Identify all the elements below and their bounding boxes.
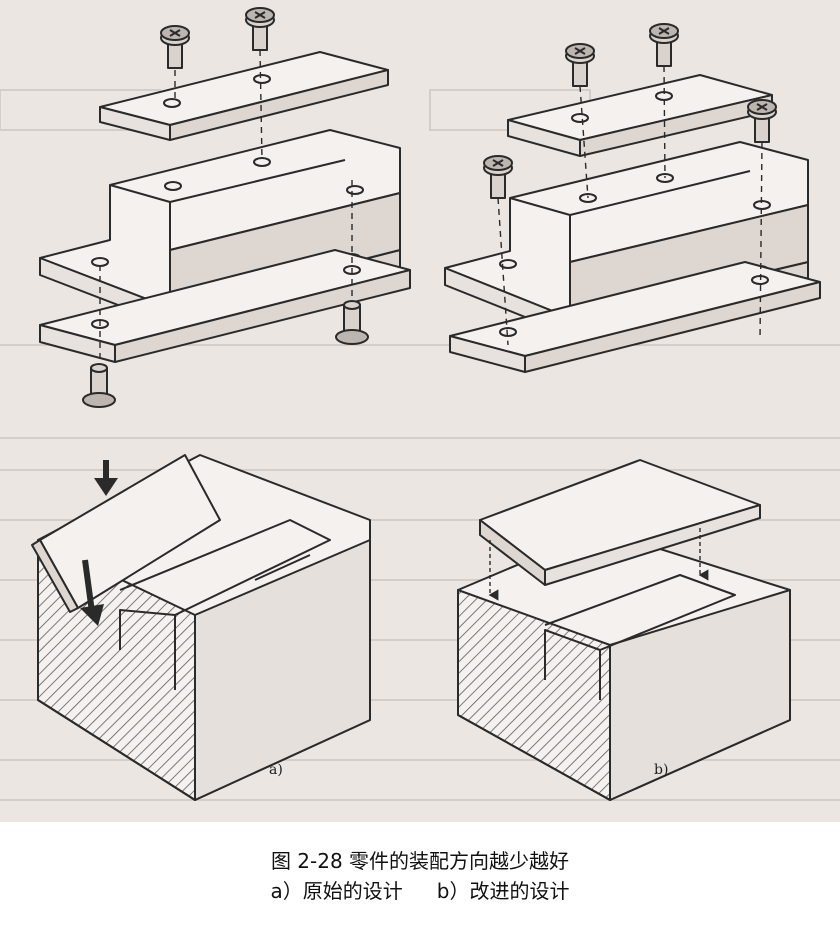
figure-panel: a) b): [0, 0, 840, 822]
insertion-arrows-a: [80, 460, 118, 626]
label-b: b): [654, 762, 669, 778]
caption-sub-b: b）改进的设计: [436, 879, 570, 903]
assembly-axes-a: [99, 49, 353, 365]
screw-top-right-icon: [245, 7, 275, 51]
screw-b2-icon: [649, 23, 679, 67]
exploded-view-b: [444, 23, 821, 373]
exploded-view-a: [39, 7, 411, 408]
screw-top-left-icon: [160, 25, 190, 69]
bottom-plate-b: [449, 261, 821, 373]
slotted-block-b: [457, 529, 791, 801]
screw-b1-icon: [565, 43, 595, 87]
flat-plate-b: [479, 459, 761, 586]
screw-bottom-right-icon: [335, 300, 369, 345]
caption-subtitles: a）原始的设计 b）改进的设计: [0, 876, 840, 906]
insertion-arrows-b: [488, 528, 709, 601]
figure-caption: 图 2-28 零件的装配方向越少越好 a）原始的设计 b）改进的设计: [0, 846, 840, 906]
caption-title: 图 2-28 零件的装配方向越少越好: [270, 849, 570, 873]
assembly-axes-b: [497, 65, 763, 346]
top-plate-a: [99, 51, 389, 141]
bottom-plate-a: [39, 249, 411, 363]
assembly-illustration: [0, 7, 840, 801]
screw-bottom-left-icon: [82, 363, 116, 408]
label-a: a): [269, 762, 283, 778]
screw-b3-icon: [747, 99, 777, 143]
screw-b4-icon: [483, 155, 513, 199]
caption-sub-a: a）原始的设计: [270, 879, 403, 903]
